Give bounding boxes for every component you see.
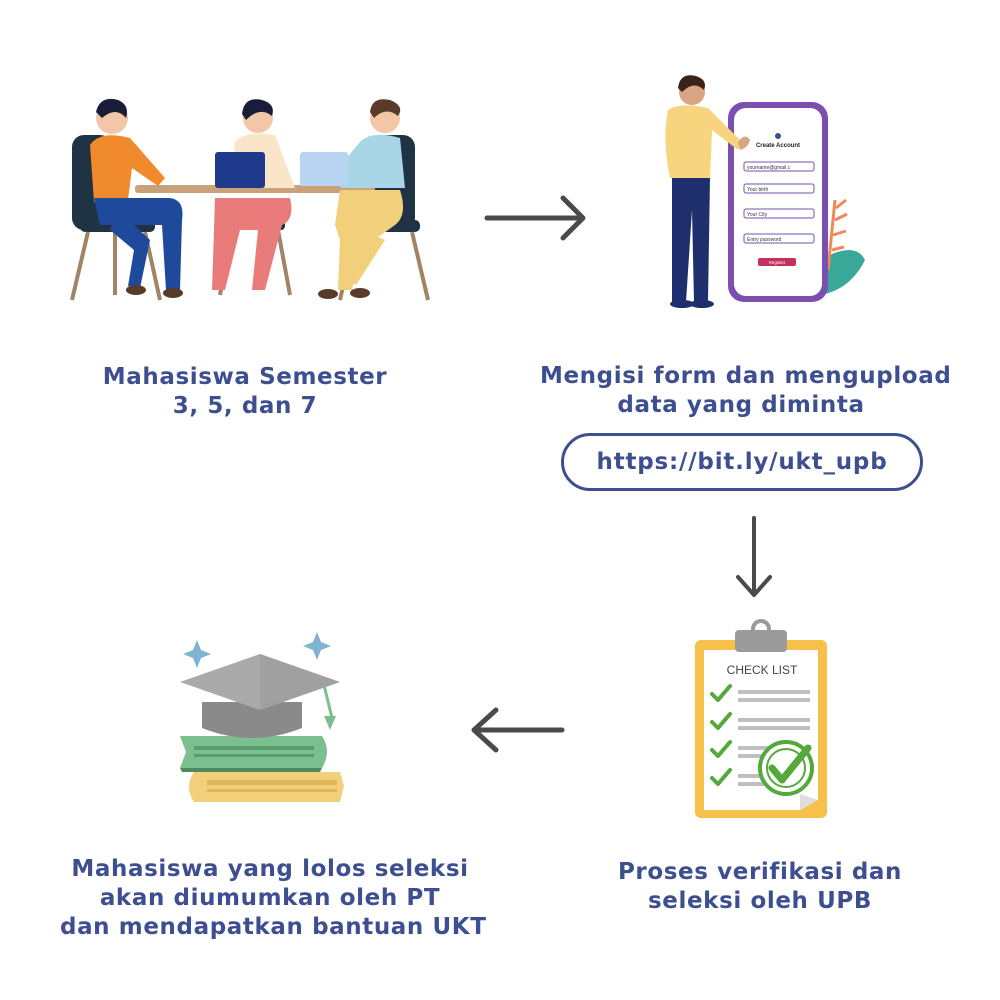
arrow-down-icon bbox=[736, 516, 772, 597]
step4-line3: dan mendapatkan bantuan UKT bbox=[60, 914, 487, 940]
arrow-right-icon bbox=[484, 195, 586, 241]
step1-line1: Mahasiswa Semester bbox=[102, 364, 388, 390]
phone-register-button: Register bbox=[769, 260, 786, 265]
phone-field-3: Your City bbox=[747, 212, 768, 218]
step1-caption: Mahasiswa Semester 3, 5, dan 7 bbox=[60, 363, 430, 421]
step2-line2: data yang diminta bbox=[617, 392, 865, 418]
registration-link[interactable]: https://bit.ly/ukt_upb bbox=[561, 433, 923, 491]
step2-line1: Mengisi form dan mengupload bbox=[540, 363, 952, 389]
meeting-people-icon bbox=[70, 98, 430, 301]
step4-caption: Mahasiswa yang lolos seleksi akan diumum… bbox=[60, 855, 487, 942]
step4-line1: Mahasiswa yang lolos seleksi bbox=[71, 856, 469, 882]
step2-caption: Mengisi form dan mengupload data yang di… bbox=[540, 362, 952, 420]
phone-form-title: Create Account bbox=[756, 143, 800, 149]
step3-line1: Proses verifikasi dan bbox=[617, 859, 903, 885]
arrow-left-icon bbox=[471, 707, 565, 753]
phone-field-1: yourname@gmail.c bbox=[747, 165, 791, 171]
step3-line2: seleksi oleh UPB bbox=[648, 888, 872, 914]
graduation-books-icon bbox=[180, 632, 344, 802]
step3-caption: Proses verifikasi dan seleksi oleh UPB bbox=[590, 858, 930, 916]
step1-line2: 3, 5, dan 7 bbox=[172, 393, 318, 419]
phone-field-4: Entry password bbox=[747, 237, 782, 243]
phone-field-2: Your birth bbox=[747, 187, 768, 193]
phone-form-icon: Create Account yourname@gmail.c Your bir… bbox=[665, 75, 865, 308]
checklist-icon: CHECK LIST bbox=[695, 619, 827, 818]
checklist-title: CHECK LIST bbox=[727, 663, 798, 677]
step4-line2: akan diumumkan oleh PT bbox=[99, 885, 441, 911]
